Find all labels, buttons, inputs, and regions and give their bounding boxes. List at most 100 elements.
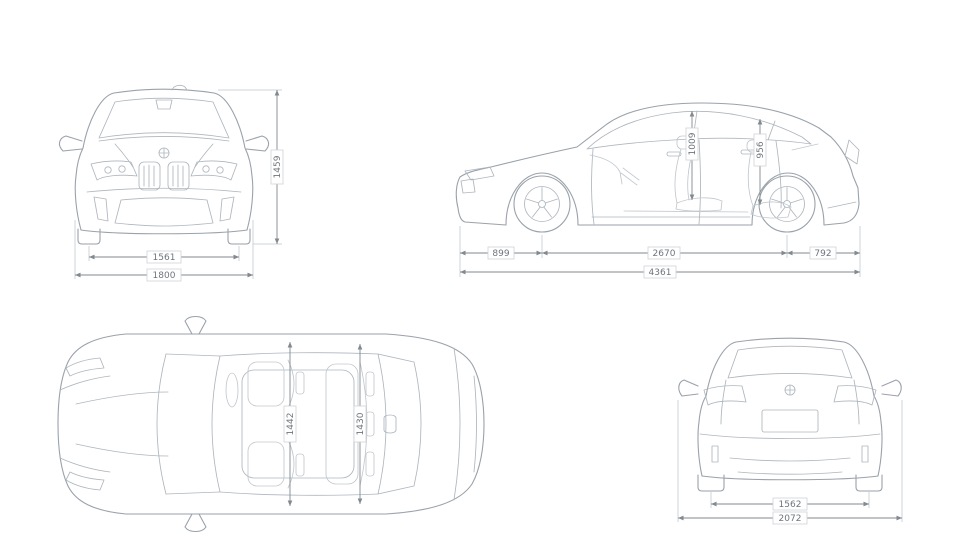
dim-label-box [487,246,515,260]
top-right-headlight [65,471,105,491]
dim-label-box [643,265,677,279]
right-taillight [833,385,877,406]
rear-headrest [365,451,375,477]
right-headlight-ring [202,165,210,173]
top-left-headlight [65,357,105,377]
rear-silhouette [697,337,883,477]
dim-label-wheelbase: 2670 [653,249,676,259]
dim-label-box [146,268,182,282]
dim-label-box [146,250,182,264]
front-view-drawing: 1561 1800 1459 [58,84,284,282]
roof-antenna-icon [171,84,188,91]
right-reflector [861,445,869,463]
rear-seatback [747,151,754,207]
dim-label-front-overhang: 899 [492,249,509,259]
rear-car-body [678,337,902,492]
dim-label-box [772,497,808,511]
rear-bench [325,363,359,485]
dim-label-box [809,246,837,260]
windshield [98,97,230,139]
c-pillar [767,120,776,141]
side-silhouette [455,102,860,226]
center-air-intake [114,197,214,227]
rear-window [727,345,853,379]
side-dimension-lines: 1009 956 899 2670 792 4361 [459,110,861,279]
rear-right-wheel [855,474,883,492]
front-left-seat [247,361,285,407]
dim-label-box [753,133,767,167]
front-left-headrest [295,371,305,395]
side-view-drawing: 1009 956 899 2670 792 4361 [455,102,861,279]
side-headlight [464,166,495,181]
dim-label-length: 4361 [649,268,672,278]
dim-label-shoulder-front: 1442 [286,413,296,436]
cowl-arc [156,353,167,495]
left-headlight-ring [118,165,126,173]
spoiler-edge [453,347,461,501]
license-plate [761,409,819,433]
front-bumper-cuts [59,375,111,473]
dim-label-rear-overhang: 792 [814,249,831,259]
side-car-body [455,102,860,233]
dim-label-box [353,405,367,443]
dim-label-height: 1459 [273,155,283,178]
dim-label-box [270,149,284,185]
left-headlight-ring [104,166,112,174]
front-silhouette [74,88,254,231]
top-right-mirror [184,513,207,533]
front-door-cut [591,148,595,225]
dim-label-front-track: 1561 [153,253,176,263]
left-reflector [711,445,719,463]
dim-label-box [647,246,681,260]
side-rear-wheel [758,175,816,233]
roof-antenna-icon [383,414,397,434]
diffuser-lines [729,457,851,475]
grille-slats [143,164,184,188]
left-side-intake [93,196,109,222]
rear-right-mirror [881,379,902,397]
right-kidney-grille [167,161,190,191]
dim-label-width-mirrors: 2072 [779,514,802,524]
bmw-badge-icon [784,384,796,396]
dim-label-headroom-rear: 956 [756,141,766,158]
dim-label-shoulder-rear: 1430 [356,412,366,435]
top-left-mirror [184,315,207,335]
bumper-crease [699,433,881,439]
steering-wheel [225,372,239,408]
top-view-drawing: 1442 1430 [57,315,485,533]
rear-headrest [365,371,375,397]
windshield-top-arc [211,355,221,493]
top-car-body [57,315,485,533]
right-headlight [190,160,238,181]
extension-lines [677,400,903,522]
rear-bumper-bottom [701,475,879,481]
rear-left-wheel [697,474,725,492]
dim-label-box [283,405,297,443]
front-car-body [58,84,270,245]
cowl-line [98,136,230,142]
front-seat-cushion [675,197,723,212]
dashboard [589,154,623,185]
side-front-wheel [513,175,571,233]
front-right-wheel [227,228,251,245]
a-pillars [165,353,221,495]
left-mirror [58,135,83,152]
right-headlight-ring [216,166,224,174]
steering-wheel [620,167,640,186]
rearview-mirror [155,99,173,110]
dim-label-box [685,127,699,161]
front-dimension-lines: 1561 1800 1459 [74,89,284,282]
rear-seat-cushion [750,201,792,219]
top-dimension-lines: 1442 1430 [283,341,367,507]
parcel-shelf [791,143,819,151]
extension-lines [74,89,282,279]
side-interior [589,135,819,219]
dim-label-rear-track: 1562 [779,500,802,510]
right-side-intake [219,196,235,222]
side-glass [586,110,812,150]
rear-window-arcs [377,353,422,495]
floor-line [623,210,749,213]
rear-left-mirror [678,379,699,397]
dim-label-box [772,511,808,525]
